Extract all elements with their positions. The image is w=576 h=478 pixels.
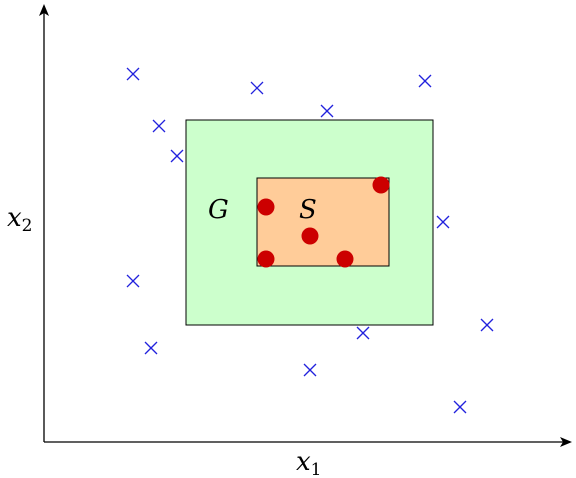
region-g-label: G xyxy=(208,195,229,225)
positive-point xyxy=(336,250,354,268)
negative-point xyxy=(250,81,264,95)
negative-point xyxy=(480,318,494,332)
negative-point xyxy=(356,326,370,340)
positive-point xyxy=(257,250,275,268)
negative-point xyxy=(418,74,432,88)
region-s xyxy=(256,177,390,267)
x-axis-label: x1 xyxy=(296,447,322,478)
negative-point xyxy=(170,149,184,163)
positive-point xyxy=(257,198,275,216)
negative-point xyxy=(126,274,140,288)
negative-markers xyxy=(126,67,494,414)
negative-point xyxy=(320,104,334,118)
negative-point xyxy=(152,119,166,133)
negative-point xyxy=(303,363,317,377)
y-axis-label: x2 xyxy=(7,203,33,236)
positive-point xyxy=(372,176,390,194)
positive-markers xyxy=(257,176,390,268)
negative-point xyxy=(144,341,158,355)
positive-point xyxy=(301,227,319,245)
negative-point xyxy=(436,215,450,229)
negative-point xyxy=(126,67,140,81)
negative-point xyxy=(453,400,467,414)
region-s-label: S xyxy=(299,195,317,225)
